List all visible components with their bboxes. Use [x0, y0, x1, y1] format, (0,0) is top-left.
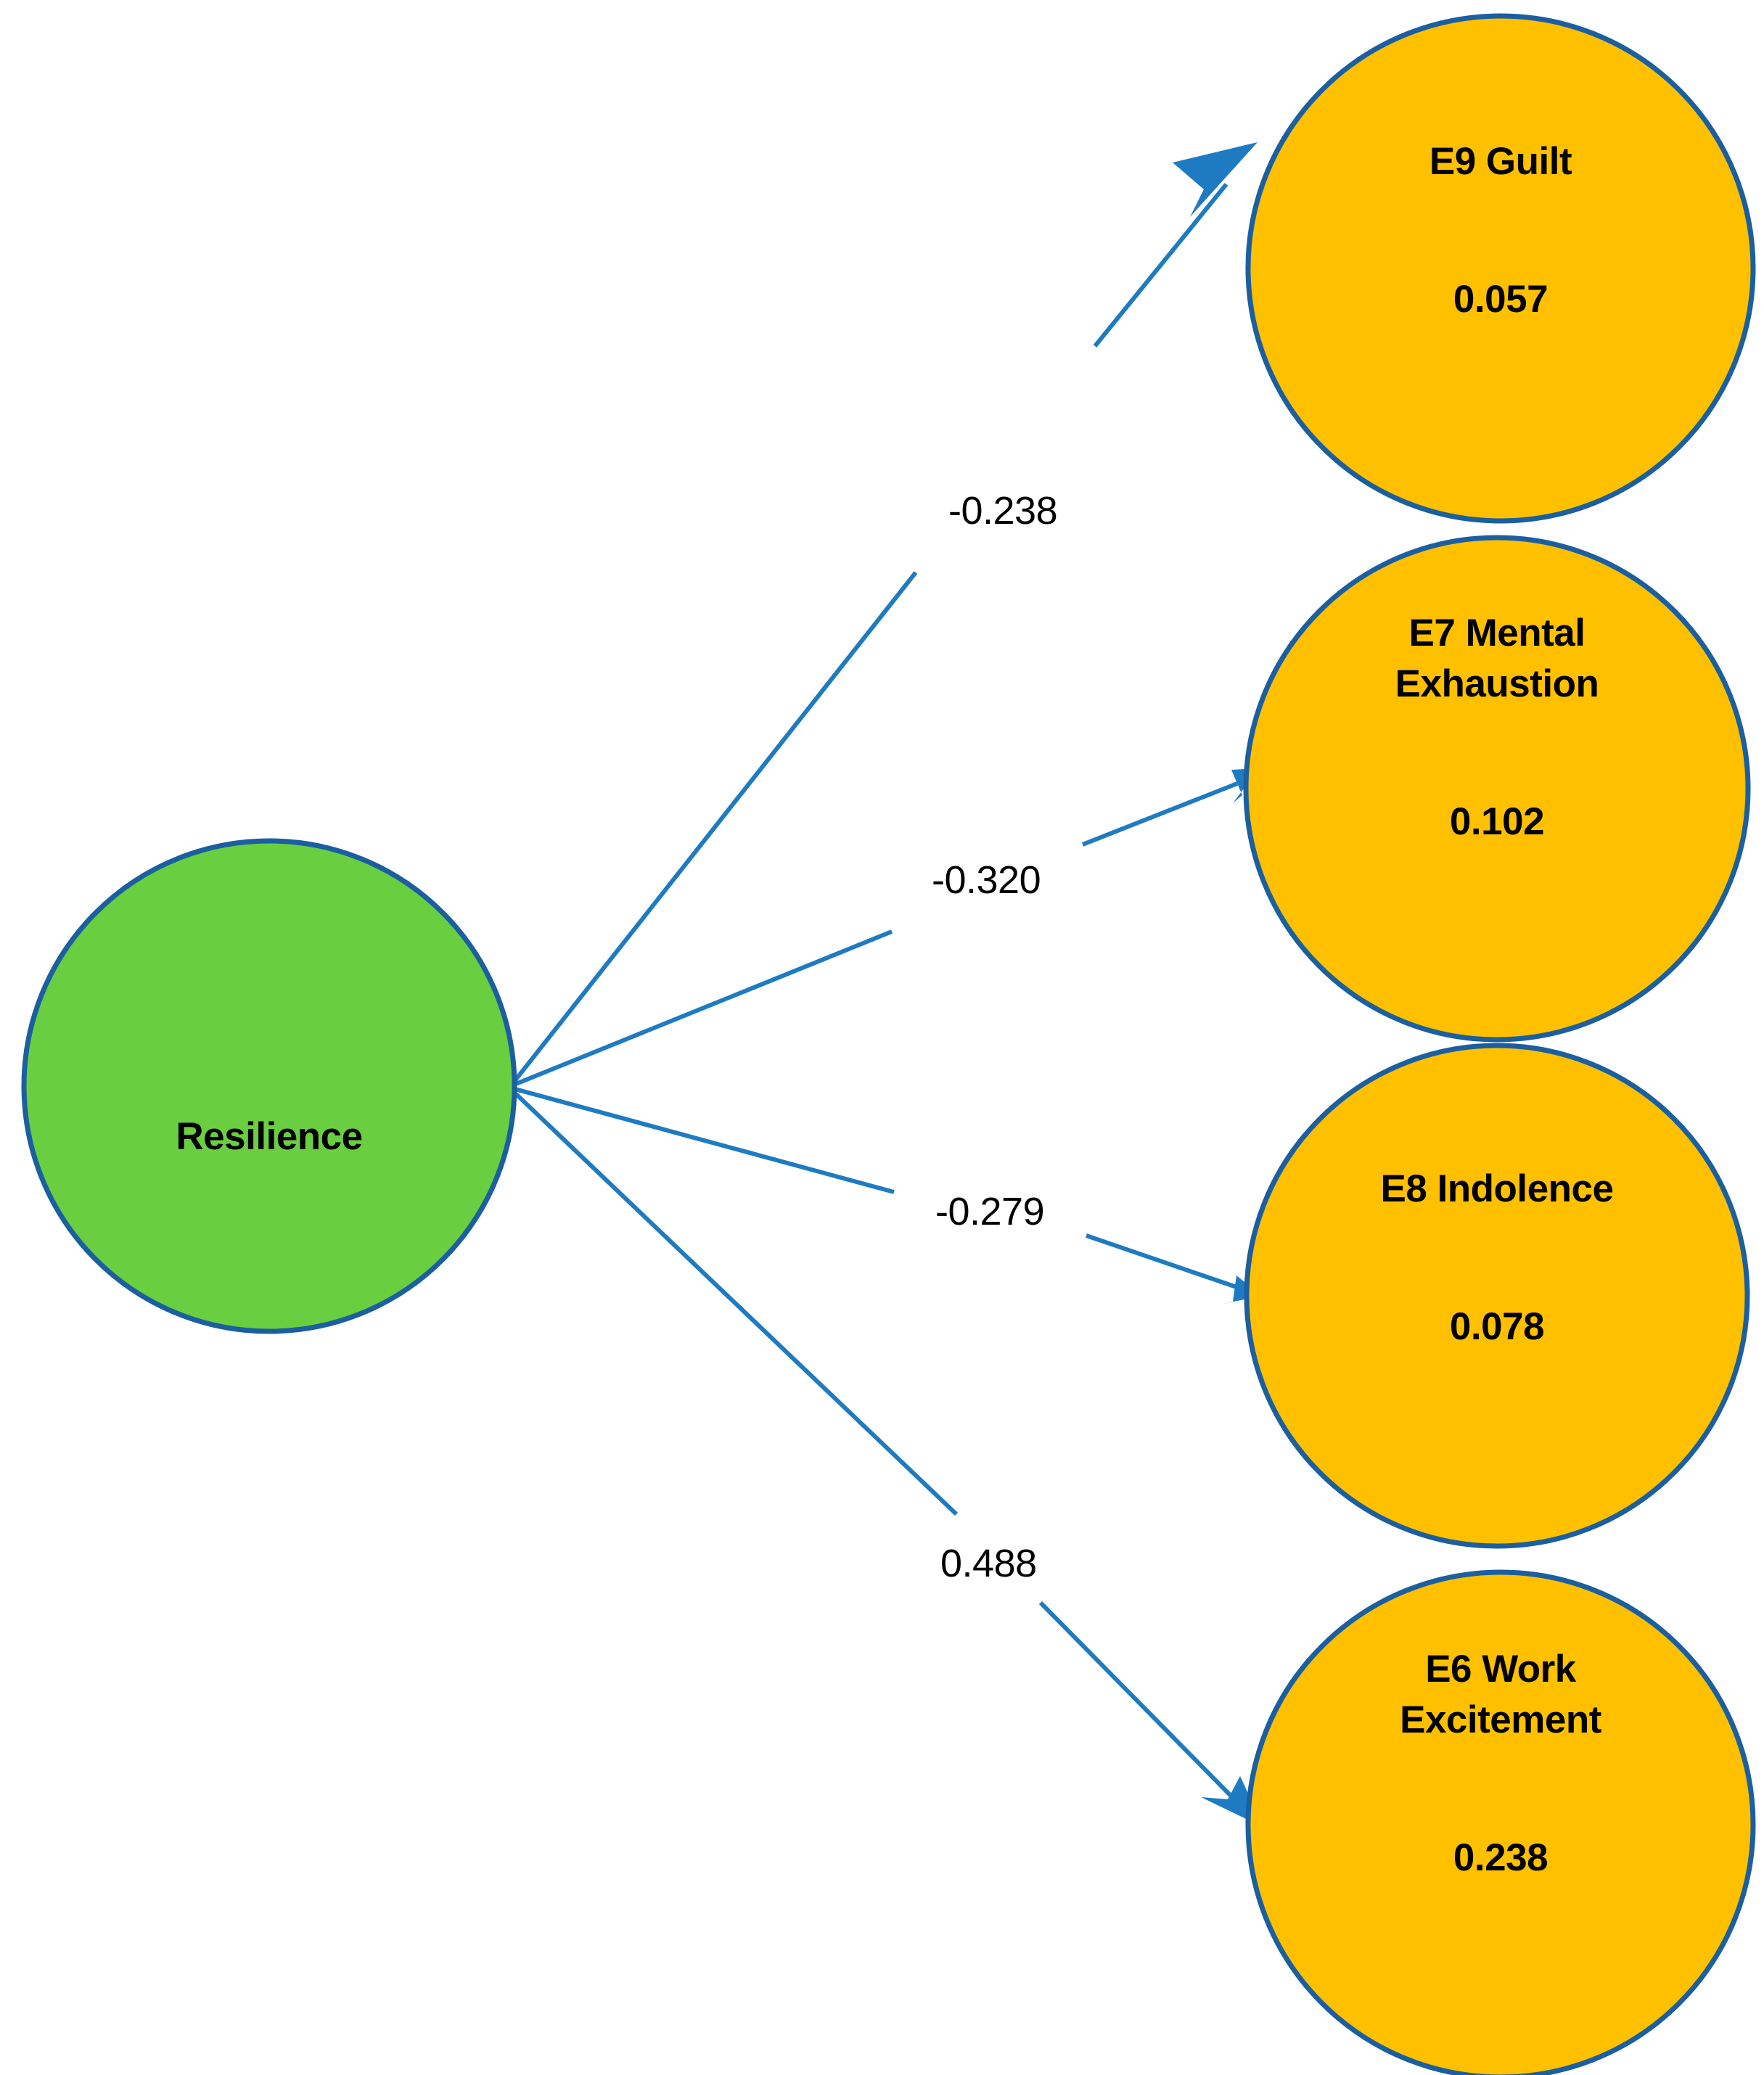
node-e8-circle[interactable] — [1244, 1043, 1750, 1549]
edge-segment-lower-e7 — [511, 929, 893, 1088]
edge-label-resilience-to-e9: -0.238 — [948, 489, 1058, 533]
edge-segment-lower-e9 — [510, 571, 918, 1085]
edge-resilience-to-e7[interactable] — [511, 768, 1259, 1088]
edge-label-resilience-to-e6: 0.488 — [940, 1542, 1037, 1585]
node-resilience-circle[interactable] — [21, 838, 517, 1334]
node-e9-circle[interactable] — [1245, 13, 1756, 524]
edge-segment-upper-e9 — [1093, 183, 1228, 348]
edge-segment-lower-e8 — [1086, 1233, 1239, 1290]
edge-segment-lower-e6 — [1038, 1601, 1238, 1803]
edge-segment-upper-e7 — [1081, 781, 1239, 847]
node-e7-circle[interactable] — [1243, 535, 1751, 1043]
edge-label-resilience-to-e7: -0.320 — [932, 858, 1041, 902]
arrowhead-e9 — [1173, 142, 1258, 217]
edge-resilience-to-e6[interactable] — [510, 1088, 1264, 1828]
edge-segment-upper-e8 — [512, 1086, 895, 1194]
edge-segment-upper-e6 — [510, 1088, 959, 1516]
edge-label-resilience-to-e8: -0.279 — [935, 1190, 1045, 1233]
edge-resilience-to-e9[interactable] — [510, 142, 1258, 1085]
node-e6-circle[interactable] — [1245, 1569, 1756, 2075]
